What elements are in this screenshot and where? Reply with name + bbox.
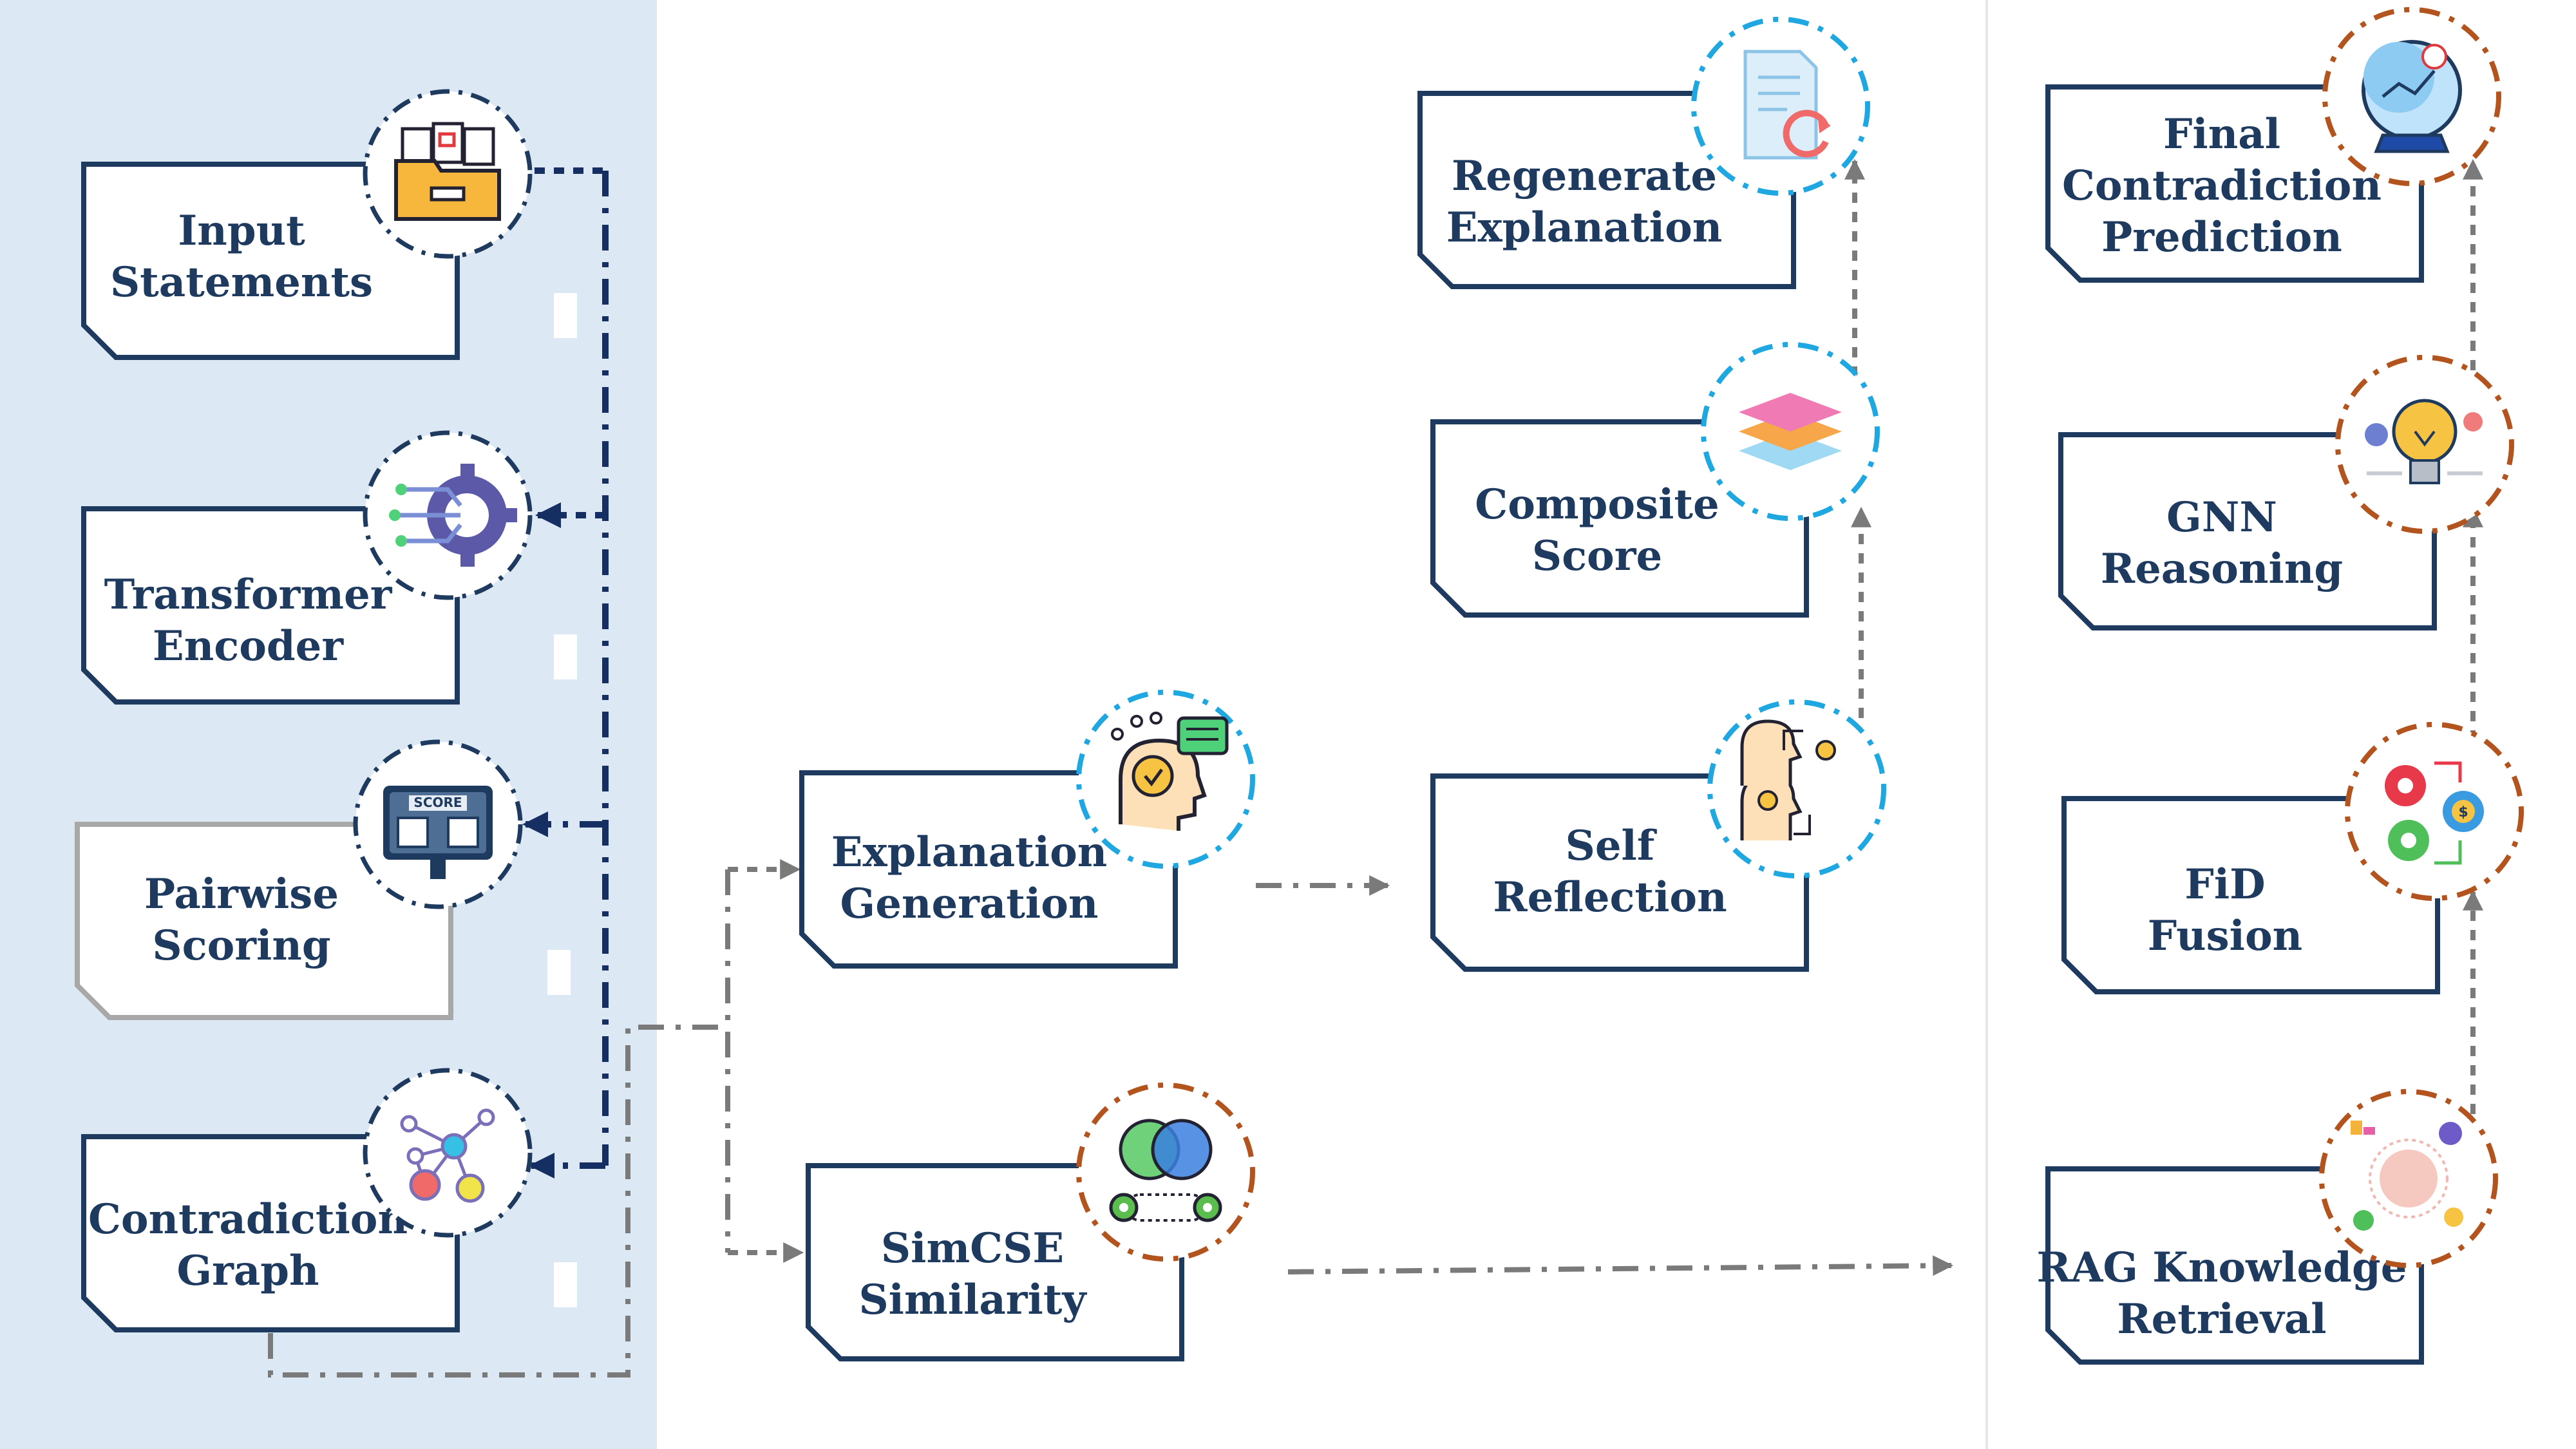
label-line: RAG Knowledge: [2037, 1244, 2407, 1292]
label-line: Encoder: [153, 622, 344, 670]
connector-graph-loop: [268, 1025, 728, 1378]
label-line: Contradiction: [2062, 162, 2382, 210]
label-line: FiD: [2184, 860, 2265, 909]
gears-dollar-icon: $: [2345, 722, 2524, 901]
document-refresh-icon: [1691, 17, 1870, 196]
label-line: Reflection: [1493, 873, 1727, 922]
label-line: Explanation: [1446, 204, 1723, 252]
label-line: Retrieval: [2117, 1295, 2326, 1343]
heads-lightbulb-icon: [1707, 699, 1886, 878]
label-line: Similarity: [858, 1276, 1087, 1324]
label-line: Score: [1532, 532, 1662, 580]
label-line: Self: [1566, 822, 1657, 870]
node-graph-icon: [363, 1068, 533, 1238]
label-line: Fusion: [2148, 912, 2302, 960]
brain-network-icon: [2319, 1089, 2498, 1268]
label-line: Generation: [840, 880, 1099, 928]
label-line: Composite: [1475, 480, 1719, 529]
label-line: Final: [2163, 110, 2280, 158]
label-line: Contradiction: [88, 1195, 408, 1244]
tab-marker: [554, 1262, 577, 1307]
head-gear-chat-icon: [1076, 690, 1255, 869]
gear-circuit-icon: [363, 430, 533, 600]
lightbulb-gears-icon: [2335, 355, 2514, 534]
label-line: Reasoning: [2101, 545, 2343, 593]
connector-simcse-to-rag: [1287, 1255, 1954, 1276]
tab-marker: [554, 634, 577, 679]
venn-gears-icon: [1076, 1083, 1255, 1262]
tab-marker: [547, 950, 571, 995]
scoreboard-icon: SCORE: [353, 739, 523, 909]
label-line: GNN: [2166, 493, 2277, 542]
tab-marker: [554, 293, 577, 338]
crystal-ball-icon: [2322, 7, 2501, 186]
folder-documents-icon: [363, 89, 533, 259]
label-line: Pairwise: [144, 870, 339, 918]
label-line: Graph: [176, 1247, 319, 1295]
label-line: Input: [178, 207, 305, 255]
label-line: Prediction: [2101, 213, 2342, 261]
label-line: SimCSE: [881, 1224, 1064, 1273]
svg-text:SCORE: SCORE: [413, 795, 462, 810]
label-line: Scoring: [152, 922, 330, 970]
layers-icon: [1701, 342, 1880, 521]
label-line: Transformer: [104, 571, 393, 619]
svg-text:$: $: [2458, 804, 2468, 820]
label-line: Statements: [110, 258, 373, 307]
label-line: Explanation: [831, 828, 1108, 876]
label-line: Regenerate: [1452, 152, 1717, 200]
